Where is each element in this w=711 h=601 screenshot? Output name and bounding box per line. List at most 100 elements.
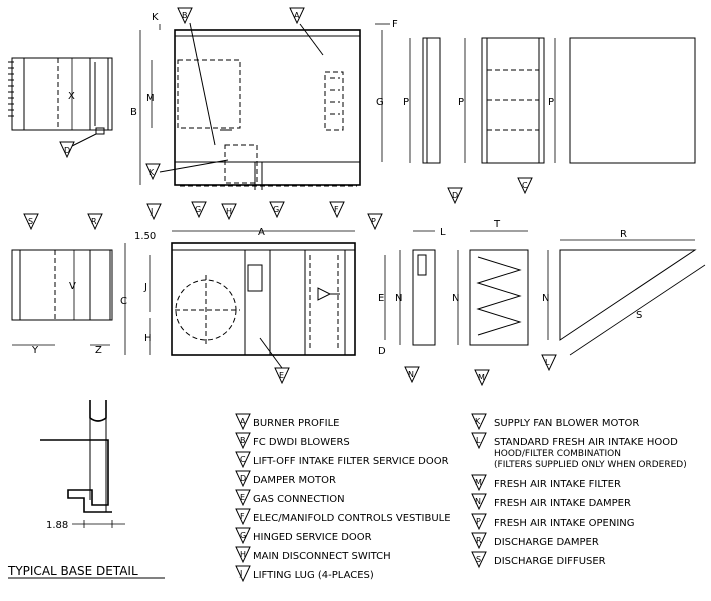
svg-text:MAIN DISCONNECT SWITCH: MAIN DISCONNECT SWITCH	[253, 551, 391, 562]
dim-f-label: F	[392, 19, 398, 30]
front-elevation: A 1.50 C J H E D P E	[120, 213, 386, 385]
svg-text:DISCHARGE DAMPER: DISCHARGE DAMPER	[494, 537, 599, 548]
intake-accessories: L N N T N M R N S L	[395, 219, 706, 387]
legend-item: S DISCHARGE DIFFUSER	[471, 551, 606, 569]
dim-150-label: 1.50	[134, 231, 156, 242]
svg-text:FC DWDI BLOWERS: FC DWDI BLOWERS	[253, 437, 350, 448]
callout-c-label: C	[522, 181, 528, 190]
dim-p1-label: P	[403, 97, 409, 108]
callout-a-label: A	[294, 11, 300, 20]
typical-base-detail: 1.88 TYPICAL BASE DETAIL	[7, 400, 165, 579]
discharge-damper-view: V Y Z S R	[11, 213, 113, 356]
svg-text:K: K	[475, 417, 481, 426]
dim-z-label: Z	[95, 345, 102, 356]
svg-text:FRESH AIR INTAKE FILTER: FRESH AIR INTAKE FILTER	[494, 479, 621, 490]
svg-text:M: M	[475, 478, 482, 487]
callout-p-label: P	[371, 217, 376, 226]
callout-r-label: R	[91, 217, 97, 226]
callout-n-label: N	[408, 370, 414, 379]
dim-g-label: G	[376, 97, 384, 108]
svg-text:B: B	[240, 436, 246, 445]
dim-t-label: T	[493, 219, 501, 230]
dim-188-label: 1.88	[46, 520, 68, 531]
legend-item: A BURNER PROFILE	[235, 413, 340, 431]
dim-a-label: A	[258, 227, 265, 238]
dim-j-label: J	[143, 282, 147, 293]
svg-text:STANDARD FRESH AIR INTAKE HOOD: STANDARD FRESH AIR INTAKE HOOD	[494, 437, 678, 448]
blower-b-outline	[177, 59, 241, 129]
svg-text:J: J	[239, 569, 242, 578]
discharge-side-view: X D	[8, 57, 113, 159]
plan-outline	[174, 29, 361, 186]
dim-e-label: E	[378, 293, 384, 304]
callout-s-label: S	[28, 217, 33, 226]
callout-l-label: L	[545, 358, 550, 367]
legend-item: M FRESH AIR INTAKE FILTER	[471, 474, 621, 492]
svg-text:D: D	[240, 474, 246, 483]
svg-text:DAMPER MOTOR: DAMPER MOTOR	[253, 475, 336, 486]
discharge-outline	[11, 57, 113, 131]
dim-s-label: S	[636, 310, 642, 321]
svg-text:ELEC/MANIFOLD CONTROLS VESTIBU: ELEC/MANIFOLD CONTROLS VESTIBULE	[253, 513, 451, 524]
svg-text:BURNER PROFILE: BURNER PROFILE	[253, 418, 340, 429]
callout-k-label: K	[149, 168, 155, 177]
dim-d-label: D	[378, 346, 386, 357]
dim-r-label: R	[620, 229, 627, 240]
svg-text:S: S	[476, 555, 481, 564]
legend-item: H MAIN DISCONNECT SWITCH	[235, 546, 391, 564]
callout-j-label: J	[150, 207, 153, 216]
svg-text:HOOD/FILTER COMBINATION: HOOD/FILTER COMBINATION	[494, 449, 621, 459]
svg-text:SUPPLY FAN BLOWER MOTOR: SUPPLY FAN BLOWER MOTOR	[494, 418, 639, 429]
svg-text:(FILTERS SUPPLIED ONLY WHEN OR: (FILTERS SUPPLIED ONLY WHEN ORDERED)	[494, 460, 687, 470]
svg-text:F: F	[240, 512, 245, 521]
svg-text:A: A	[240, 417, 246, 426]
svg-text:C: C	[240, 455, 246, 464]
svg-text:FRESH AIR INTAKE OPENING: FRESH AIR INTAKE OPENING	[494, 518, 635, 529]
svg-text:N: N	[475, 497, 481, 506]
dim-v-label: V	[69, 281, 76, 292]
svg-text:G: G	[240, 531, 246, 540]
dim-m-label: M	[146, 93, 155, 104]
dim-b-label: B	[130, 107, 137, 118]
dim-n3-label: N	[542, 293, 549, 304]
dim-c-label: C	[120, 296, 127, 307]
svg-text:R: R	[476, 536, 482, 545]
detail-title: TYPICAL BASE DETAIL	[7, 564, 138, 578]
dim-k-label: K	[152, 12, 159, 23]
dim-x-label: X	[68, 91, 75, 102]
callout-g-label: G	[195, 205, 201, 214]
callout-m-label: M	[478, 373, 485, 382]
intake-side-views: P D P C P	[403, 37, 696, 205]
dim-y-label: Y	[31, 345, 39, 356]
svg-text:L: L	[476, 436, 481, 445]
dim-h-label: H	[144, 333, 152, 344]
callout-f-label: F	[334, 205, 339, 214]
fin-ticks	[8, 61, 14, 117]
legend-item: G HINGED SERVICE DOOR	[235, 527, 372, 545]
callout-b-label: B	[182, 11, 188, 20]
callout-e-label: E	[279, 371, 284, 380]
legend-item: K SUPPLY FAN BLOWER MOTOR	[471, 413, 639, 431]
callout-h-label: H	[226, 207, 232, 216]
svg-text:H: H	[240, 550, 246, 559]
dim-p3-label: P	[548, 97, 554, 108]
legend-item: F ELEC/MANIFOLD CONTROLS VESTIBULE	[235, 508, 451, 526]
dim-n2-label: N	[452, 293, 459, 304]
plan-view: K F B M G B A K J G H G F	[130, 7, 398, 221]
legend-item: J LIFTING LUG (4-PLACES)	[235, 565, 374, 583]
callout-d-label: D	[64, 146, 70, 155]
svg-text:DISCHARGE DIFFUSER: DISCHARGE DIFFUSER	[494, 556, 606, 567]
elevation-outline	[171, 242, 356, 356]
callout-d2-label: D	[452, 191, 458, 200]
svg-text:LIFTING LUG (4-PLACES): LIFTING LUG (4-PLACES)	[253, 570, 374, 581]
legend-item: D DAMPER MOTOR	[235, 470, 336, 488]
legend-item: R DISCHARGE DAMPER	[471, 532, 599, 550]
svg-text:HINGED SERVICE DOOR: HINGED SERVICE DOOR	[253, 532, 372, 543]
callout-g2-label: G	[273, 205, 279, 214]
dim-n1-label: N	[395, 293, 402, 304]
dim-p2-label: P	[458, 97, 464, 108]
